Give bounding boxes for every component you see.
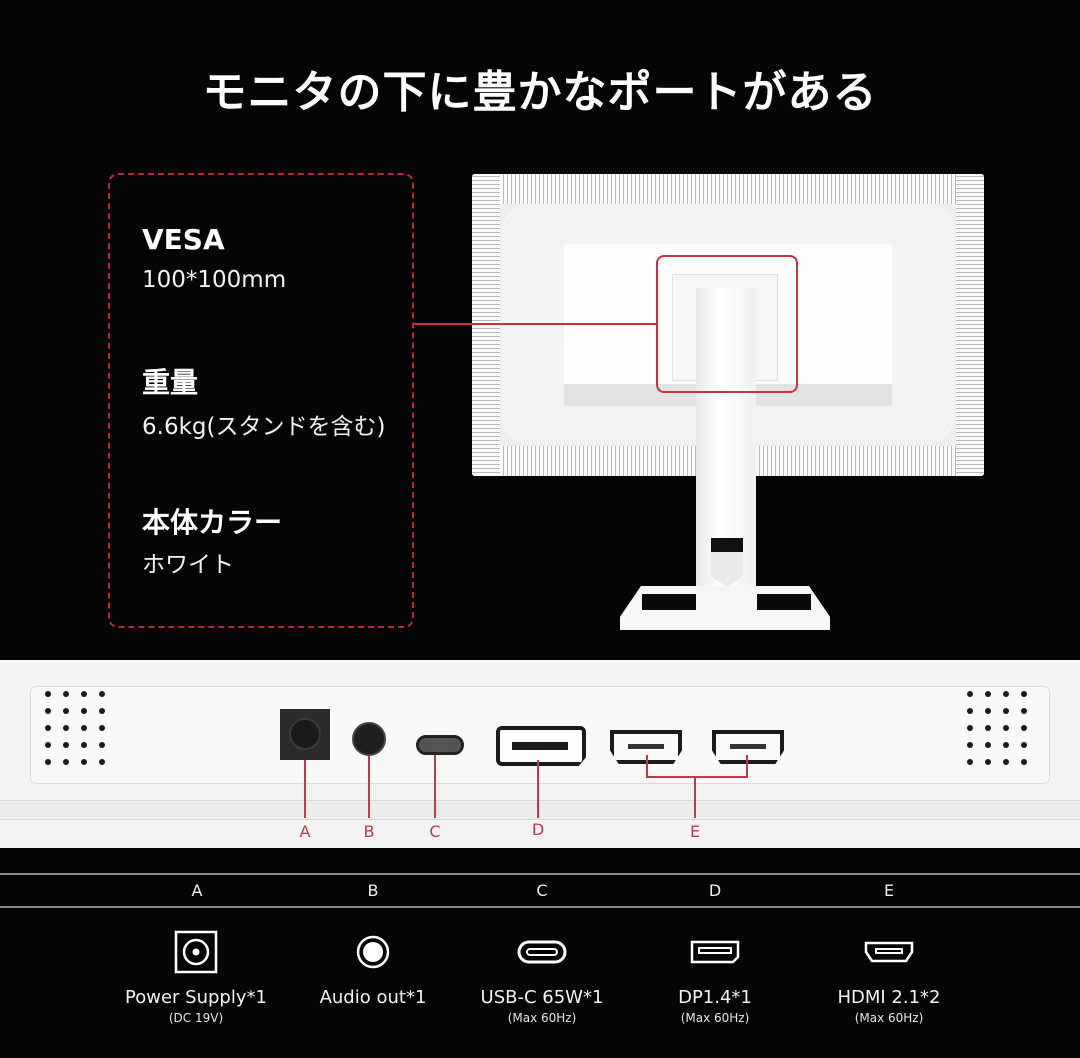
callout-line-e1 xyxy=(646,755,648,777)
legend-letter-e: E xyxy=(883,881,895,900)
vesa-highlight-box xyxy=(656,255,798,393)
legend-letter-d: D xyxy=(708,881,722,900)
legend-sub-usbc: (Max 60Hz) xyxy=(507,1011,577,1025)
spec-color-value: ホワイト xyxy=(142,552,234,578)
legend-label-usbc: USB-C 65W*1 xyxy=(480,987,604,1008)
legend-label-power: Power Supply*1 xyxy=(125,987,267,1008)
top-vent xyxy=(472,174,984,204)
callout-line-e2 xyxy=(746,755,748,777)
callout-a: A xyxy=(299,822,311,841)
spec-box: VESA 100*100mm 重量 6.6kg(スタンドを含む) 本体カラー ホ… xyxy=(108,173,414,628)
spec-vesa-heading: VESA xyxy=(142,223,225,256)
legend-label-audio: Audio out*1 xyxy=(319,987,427,1008)
callout-d: D xyxy=(531,820,545,839)
left-vent xyxy=(472,174,500,476)
speaker-grille-right xyxy=(967,691,1028,765)
legend-letter-b: B xyxy=(367,881,379,900)
port-strip-ledge xyxy=(0,800,1080,820)
callout-line-e-bridge xyxy=(646,776,748,778)
right-vent xyxy=(956,174,984,476)
callout-line-a xyxy=(304,760,306,818)
displayport-port xyxy=(496,726,586,766)
cable-hole xyxy=(711,538,743,552)
callout-b: B xyxy=(363,822,375,841)
legend-sub-power: (DC 19V) xyxy=(168,1011,224,1025)
legend-sub-dp: (Max 60Hz) xyxy=(680,1011,750,1025)
legend-top-rule xyxy=(0,873,1080,875)
base-cutout-left xyxy=(642,594,696,610)
callout-line-b xyxy=(368,756,370,818)
callout-line-c xyxy=(434,755,436,818)
legend-label-hdmi: HDMI 2.1*2 xyxy=(837,987,941,1008)
spec-weight-heading: 重量 xyxy=(142,366,199,399)
legend-letter-a: A xyxy=(191,881,203,900)
hdmi-port-2 xyxy=(712,730,784,764)
vesa-connector-line xyxy=(414,323,658,325)
audio-jack-icon xyxy=(343,930,403,974)
speaker-grille-left xyxy=(45,691,106,765)
spec-weight-value: 6.6kg(スタンドを含む) xyxy=(142,414,386,440)
callout-line-d xyxy=(537,760,539,818)
power-supply-icon xyxy=(166,930,226,974)
page-title: モニタの下に豊かなポートがある xyxy=(202,67,878,118)
audio-port xyxy=(352,722,386,756)
legend-label-dp: DP1.4*1 xyxy=(678,987,752,1008)
usb-c-icon xyxy=(512,930,572,974)
power-port xyxy=(280,709,330,760)
base-cutout-right xyxy=(757,594,811,610)
callout-c: C xyxy=(429,822,441,841)
usb-c-port xyxy=(416,735,464,755)
spec-vesa-value: 100*100mm xyxy=(142,267,287,293)
legend-letter-c: C xyxy=(536,881,548,900)
callout-e: E xyxy=(689,822,701,841)
spec-color-heading: 本体カラー xyxy=(142,506,283,539)
hdmi-icon xyxy=(859,930,919,974)
callout-line-e xyxy=(694,776,696,818)
legend-bottom-rule xyxy=(0,906,1080,908)
legend-sub-hdmi: (Max 60Hz) xyxy=(854,1011,924,1025)
displayport-icon xyxy=(685,930,745,974)
